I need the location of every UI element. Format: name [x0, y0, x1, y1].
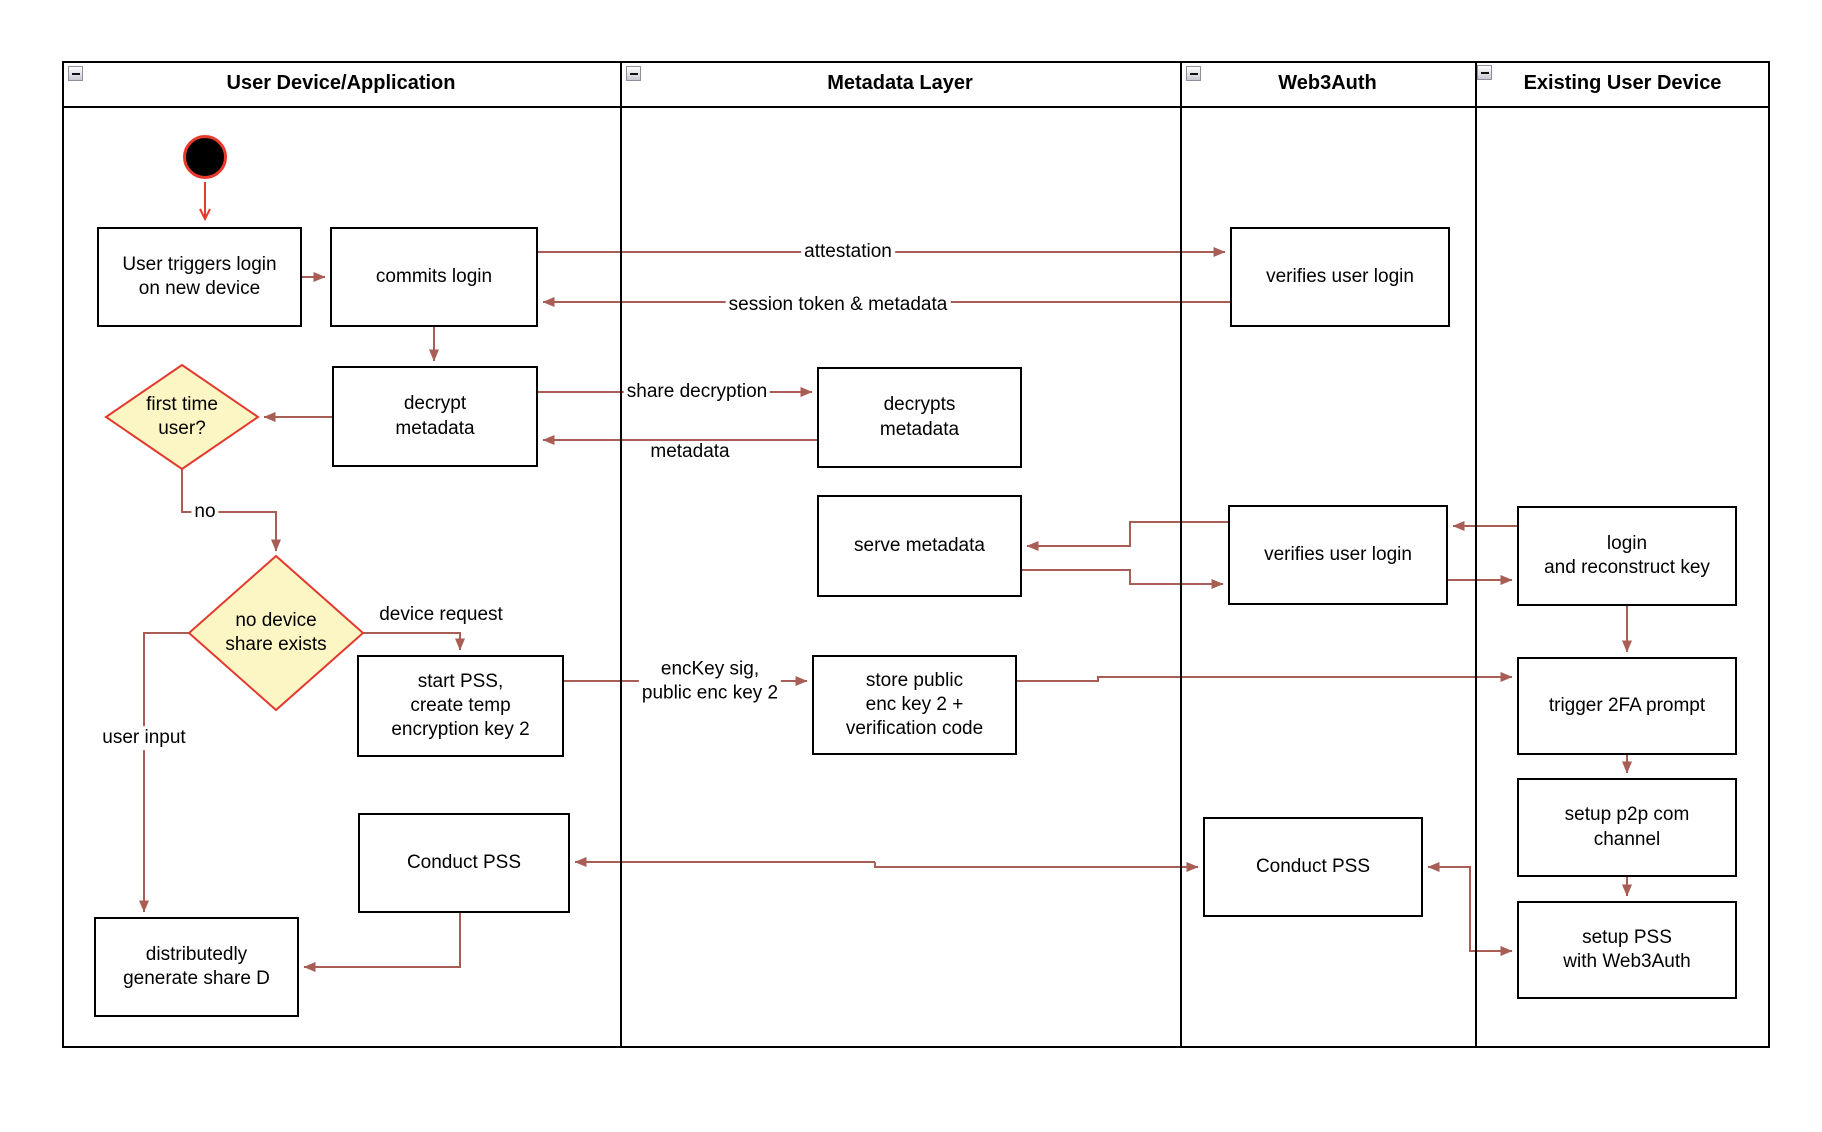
edge-label-enckey-sig: encKey sig, public enc key 2 [638, 657, 782, 705]
edge-conduct-to-distributedly [303, 913, 461, 972]
node-decrypt-metadata[interactable]: decrypt metadata [332, 366, 538, 467]
minus-icon [1189, 72, 1198, 75]
start-node[interactable] [183, 135, 227, 179]
edge-serve-to-verifies2 [1022, 569, 1224, 589]
node-serve-metadata[interactable]: serve metadata [817, 495, 1022, 597]
lane-divider-1 [620, 61, 622, 1048]
node-distributedly-generate[interactable]: distributedly generate share D [94, 917, 299, 1017]
lane-divider-3 [1475, 61, 1477, 1048]
node-decrypts-metadata[interactable]: decrypts metadata [817, 367, 1022, 468]
edge-device-request [363, 632, 465, 651]
edge-label-attestation: attestation [801, 240, 895, 264]
node-verifies-user-login-2[interactable]: verifies user login [1228, 505, 1448, 605]
lane-header-metadata-layer[interactable]: Metadata Layer [620, 61, 1180, 108]
lane-header-existing-device[interactable]: Existing User Device [1475, 61, 1770, 108]
edge-label-device-request: device request [379, 604, 503, 626]
minus-icon [1480, 71, 1489, 74]
edge-verifies2-to-serve [1026, 521, 1228, 551]
lane-title-metadata-layer: Metadata Layer [827, 72, 973, 94]
lane-header-user-device[interactable]: User Device/Application [62, 61, 620, 108]
no-device-share-diamond[interactable] [187, 554, 365, 712]
node-trigger-2fa[interactable]: trigger 2FA prompt [1517, 657, 1737, 755]
node-setup-p2p[interactable]: setup p2p com channel [1517, 778, 1737, 877]
edge-conduct-web3-to-setup-pss [1469, 867, 1513, 956]
swimlane-frame [62, 61, 1770, 1048]
edge-label-user-input: user input [99, 726, 189, 750]
edge-no-branch [181, 469, 281, 552]
collapse-lane-icon[interactable] [626, 66, 641, 81]
edge-label-session-token: session token & metadata [725, 293, 951, 317]
node-store-public-key[interactable]: store public enc key 2 + verification co… [812, 655, 1017, 755]
edge-label-metadata: metadata [650, 441, 730, 463]
lane-title-web3auth: Web3Auth [1278, 72, 1377, 94]
minus-icon [71, 72, 80, 75]
first-time-user-label: first time user? [146, 393, 218, 439]
lane-title-user-device: User Device/Application [226, 72, 456, 94]
lane-title-existing-device: Existing User Device [1523, 72, 1722, 94]
node-conduct-pss-user[interactable]: Conduct PSS [358, 813, 570, 913]
collapse-lane-icon[interactable] [1186, 66, 1201, 81]
node-setup-pss[interactable]: setup PSS with Web3Auth [1517, 901, 1737, 999]
no-device-share-label: no device share exists [225, 609, 327, 655]
collapse-lane-icon[interactable] [1477, 65, 1492, 80]
collapse-lane-icon[interactable] [68, 66, 83, 81]
node-user-triggers-login[interactable]: User triggers login on new device [97, 227, 302, 327]
node-commits-login[interactable]: commits login [330, 227, 538, 327]
edge-store-to-trigger-2fa [1017, 672, 1513, 682]
node-verifies-user-login-1[interactable]: verifies user login [1230, 227, 1450, 327]
node-login-reconstruct[interactable]: login and reconstruct key [1517, 506, 1737, 606]
node-start-pss[interactable]: start PSS, create temp encryption key 2 [357, 655, 564, 757]
edge-user-input [139, 632, 189, 913]
first-time-user-diamond[interactable] [104, 363, 260, 471]
edge-label-no: no [191, 500, 219, 524]
lane-divider-2 [1180, 61, 1182, 1048]
lane-header-web3auth[interactable]: Web3Auth [1180, 61, 1475, 108]
node-conduct-pss-web3[interactable]: Conduct PSS [1203, 817, 1423, 917]
edge-conduct-pss-link-right [874, 862, 1199, 872]
edge-label-share-decryption: share decryption [623, 380, 771, 404]
minus-icon [629, 72, 638, 75]
